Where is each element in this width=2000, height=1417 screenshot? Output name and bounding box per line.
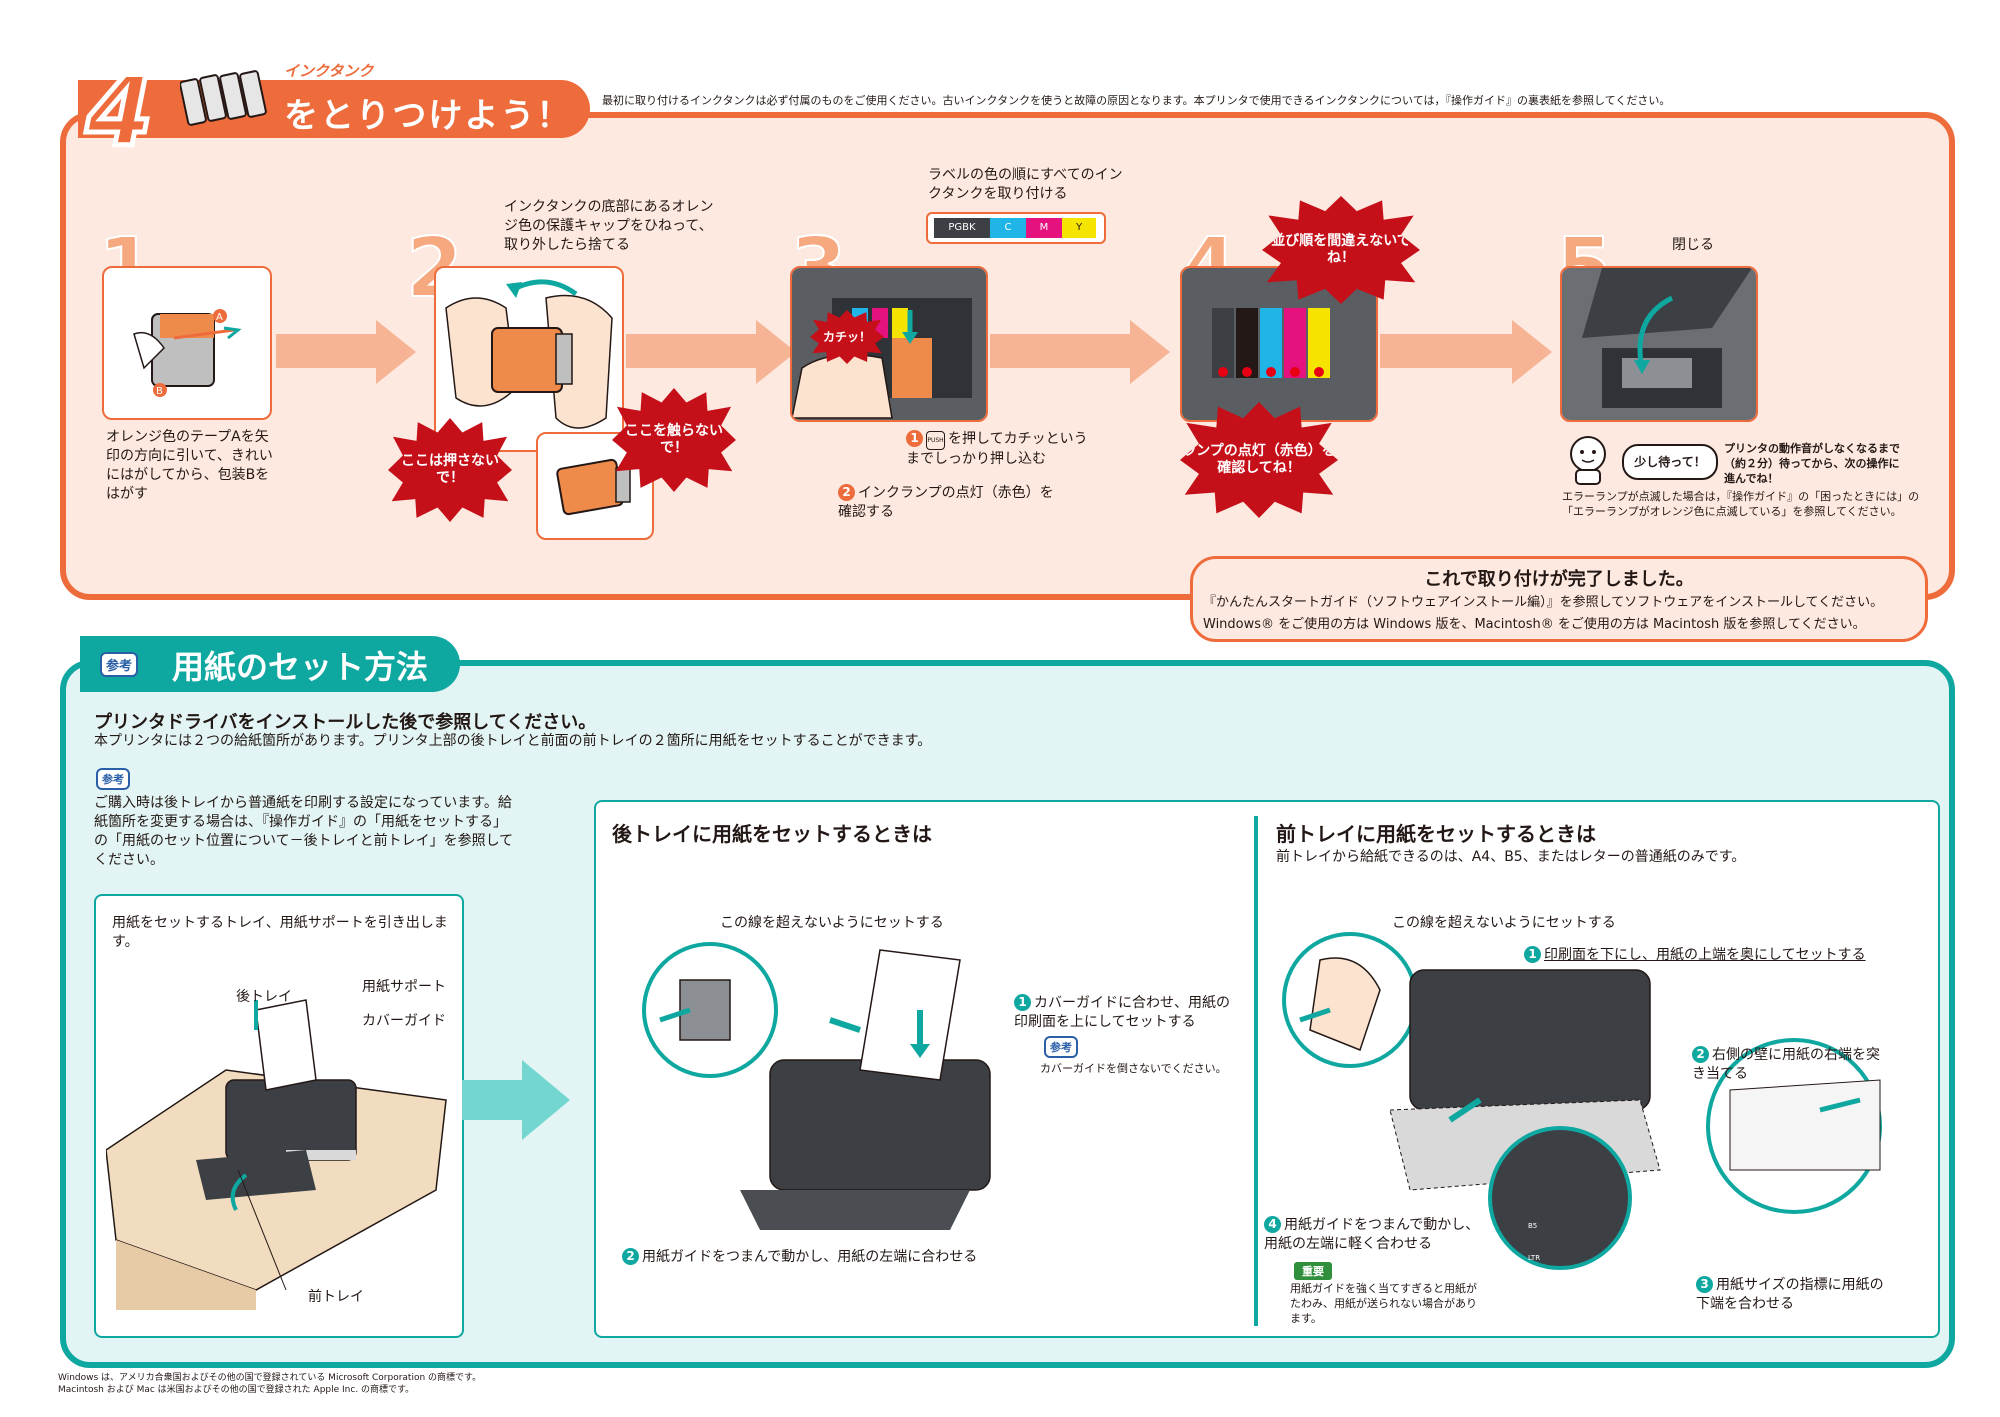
- front-step-1-number: 1: [1524, 946, 1541, 963]
- section-note: 最初に取り付けるインクタンクは必ず付属のものをご使用ください。古いインクタンクを…: [602, 94, 1671, 107]
- important-badge: 重要: [1294, 1262, 1332, 1280]
- step-2-image: [434, 266, 624, 452]
- step-arrow: [626, 334, 756, 368]
- rear-line-note: この線を超えないようにセットする: [720, 915, 944, 931]
- flow-arrow: [462, 1080, 522, 1120]
- front-subtitle: 前トレイから給紙できるのは、A4、B5、またはレターの普通紙のみです。: [1276, 849, 1746, 865]
- label-front-tray: 前トレイ: [308, 1289, 364, 1305]
- label-rear-tray: 後トレイ: [236, 989, 292, 1005]
- complete-box: これで取り付けが完了しました。 『かんたんスタートガイド（ソフトウェアインストー…: [1190, 556, 1928, 642]
- note-number-2: 2: [838, 484, 855, 501]
- complete-line-2: Windows® をご使用の方は Windows 版を、Macintosh® を…: [1203, 617, 1866, 632]
- complete-line-1: 『かんたんスタートガイド（ソフトウェアインストール編）』を参照してソフトウェアを…: [1203, 595, 1884, 610]
- mascot-icon: [1562, 432, 1614, 486]
- complete-title: これで取り付けが完了しました。: [1424, 569, 1694, 590]
- step-arrow: [276, 334, 376, 368]
- push-button-icon: PUSH: [926, 431, 945, 450]
- reference-badge-small: 参考: [96, 768, 130, 790]
- footer-trademark-1: Windows は、アメリカ合衆国およびその他の国で登録されている Micros…: [58, 1373, 482, 1383]
- step-2-text: インクタンクの底部にあるオレンジ色の保護キャップをひねって、取り外したら捨てる: [504, 199, 714, 253]
- ink-label-y: Y: [1062, 218, 1096, 238]
- arrow-head-icon: [756, 320, 796, 384]
- footer-trademark-2: Macintosh および Mac は米国およびその他の国で登録された Appl…: [58, 1385, 415, 1395]
- ink-section-header: [78, 80, 590, 138]
- paper-section-title: 用紙のセット方法: [172, 648, 429, 686]
- section-number: 4: [84, 54, 156, 171]
- arrow-head-icon: [522, 1060, 570, 1140]
- rear-title: 後トレイに用紙をセットするときは: [612, 822, 932, 846]
- step-arrow: [1380, 334, 1512, 368]
- important-text: 用紙ガイドを強く当てすぎると用紙がたわみ、用紙が送られない場合があります。: [1290, 1282, 1477, 1325]
- ink-tanks-icon: [179, 66, 272, 132]
- column-divider: [1254, 816, 1258, 1326]
- front-title: 前トレイに用紙をセットするときは: [1276, 822, 1596, 846]
- arrow-head-icon: [1512, 320, 1552, 384]
- section-subtitle: インクタンク: [284, 62, 374, 80]
- size-label-a4: A4: [1528, 1286, 1538, 1294]
- size-label-ltr: LTR: [1528, 1254, 1541, 1262]
- front-step-4-number: 4: [1264, 1216, 1281, 1233]
- step-3-text-top: ラベルの色の順にすべてのインクタンクを取り付ける: [928, 167, 1123, 202]
- wait-text: プリンタの動作音がしなくなるまで（約２分）待ってから、次の操作に進んでね！: [1724, 442, 1900, 485]
- rear-reference-badge: 参考: [1044, 1036, 1078, 1058]
- step-arrow: [990, 334, 1130, 368]
- front-step-2-number: 2: [1692, 1046, 1709, 1063]
- rear-tray-image: [640, 940, 1000, 1240]
- label-paper-support: 用紙サポート: [362, 979, 446, 995]
- section-title: をとりつけよう！: [284, 96, 573, 136]
- printer-on-desk-image: [105, 990, 450, 1310]
- note-number-1: 1: [906, 430, 923, 447]
- size-label-b5: B5: [1528, 1222, 1538, 1230]
- paper-ref-text: ご購入時は後トレイから普通紙を印刷する設定になっています。給紙箇所を変更する場合…: [94, 795, 514, 868]
- step-5-text: 閉じる: [1672, 237, 1714, 253]
- tray-box-text: 用紙をセットするトレイ、用紙サポートを引き出します。: [112, 915, 448, 950]
- paper-section-header: [80, 636, 460, 692]
- size-indicator-labels: B5 LTR A4: [1528, 1210, 1540, 1306]
- arrow-head-icon: [1130, 320, 1170, 384]
- rear-ref-text: カバーガイドを倒さないでください。: [1040, 1062, 1227, 1075]
- step-5-image: [1560, 266, 1758, 422]
- arrow-head-icon: [376, 320, 416, 384]
- paper-heading: プリンタドライバをインストールした後で参照してください。: [94, 712, 597, 733]
- svg-text:A: A: [216, 312, 223, 323]
- rear-step-1-number: 1: [1014, 994, 1031, 1011]
- ink-label-strip: PGBK C M Y: [926, 212, 1106, 244]
- ink-label-c: C: [990, 218, 1026, 238]
- error-text: エラーランプが点滅した場合は，『操作ガイド』の「困ったときには」の「エラーランプ…: [1562, 490, 1920, 518]
- reference-badge: 参考: [100, 652, 139, 677]
- ink-label-pgbk: PGBK: [934, 218, 990, 238]
- front-step-3-number: 3: [1696, 1276, 1713, 1293]
- paper-intro: 本プリンタには２つの給紙箇所があります。プリンタ上部の後トレイと前面の前トレイの…: [94, 733, 932, 749]
- ink-label-m: M: [1026, 218, 1062, 238]
- label-cover-guide: カバーガイド: [362, 1013, 446, 1029]
- step-1-image: A B: [102, 266, 272, 420]
- svg-text:B: B: [156, 386, 163, 397]
- front-line-note: この線を超えないようにセットする: [1392, 915, 1616, 931]
- step-4-image: [1180, 266, 1378, 422]
- step-1-text: オレンジ色のテープAを矢印の方向に引いて、きれいにはがしてから、包装Bをはがす: [106, 429, 273, 502]
- wait-bubble: 少し待って！: [1622, 444, 1718, 480]
- rear-step-2-number: 2: [622, 1248, 639, 1265]
- front-tray-image: [1280, 930, 1910, 1270]
